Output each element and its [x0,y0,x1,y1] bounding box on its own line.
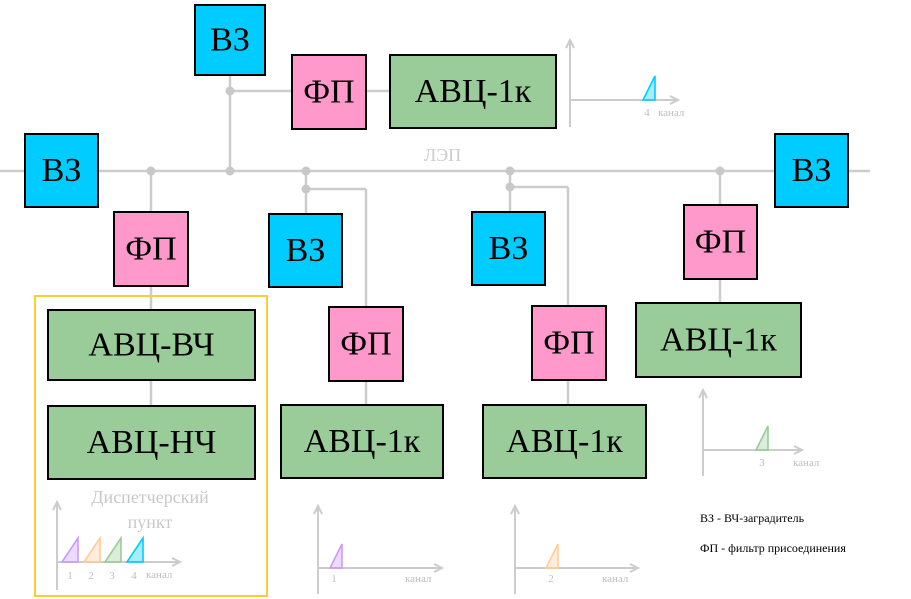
vz-branch2-label: ВЗ [489,230,529,267]
legend-fp: ФП - фильтр присоединения [700,541,846,555]
channel-number: 1 [331,573,337,585]
vz-branch1-label: ВЗ [286,232,326,269]
dispatch-label-line1: Диспетчерский [91,487,209,507]
channel-axis-label: канал [602,573,629,585]
junction-dot [301,184,311,194]
channel-number: 3 [109,570,115,582]
avc-branch3: АВЦ-1к [635,302,802,378]
spectrum-channel-1: 1 канал [313,503,445,594]
fp-branch3-label: ФП [695,224,746,261]
avc-top-label: АВЦ-1к [415,73,532,110]
junctions [146,86,725,194]
fp-top: ФП [291,54,367,130]
spectrum-channel-3: 3 канал [698,387,820,476]
fp-top-label: ФП [303,74,354,111]
junction-dot [505,166,515,176]
vz-left: ВЗ [24,133,99,208]
wires [0,75,870,406]
junction-dot [505,182,515,192]
vz-right-label: ВЗ [792,152,832,189]
avc-top: АВЦ-1к [389,54,557,129]
spectrum-channel-4: 4 канал [565,37,685,127]
channel-number: 4 [644,107,650,119]
junction-dot [225,166,235,176]
fp-dispatch: ФП [113,211,189,287]
junction-dot [715,166,725,176]
avc-branch3-label: АВЦ-1к [660,322,777,359]
dispatch-point-frame [34,295,268,597]
channel-axis-label: канал [658,107,685,119]
avc-branch1-label: АВЦ-1к [304,423,421,460]
fp-branch3: ФП [683,204,758,280]
fp-dispatch-label: ФП [125,231,176,268]
fp-branch1: ФП [328,306,404,382]
channel-number: 3 [759,457,765,469]
junction-dot [225,86,235,96]
channel-axis-label: канал [793,457,820,469]
legend-vz: ВЗ - ВЧ-заградитель [700,511,805,525]
avc-vch-label: АВЦ-ВЧ [88,327,214,364]
vz-left-label: ВЗ [42,152,82,189]
junction-dot [301,166,311,176]
junction-dot [146,166,156,176]
avc-nch-label: АВЦ-НЧ [87,424,217,461]
vz-branch2: ВЗ [471,211,546,286]
vz-top: ВЗ [194,4,266,76]
channel-number: 4 [131,570,137,582]
avc-nch: АВЦ-НЧ [47,405,256,480]
channel-axis-label: канал [405,573,432,585]
avc-branch2-label: АВЦ-1к [506,423,623,460]
vz-branch1: ВЗ [268,213,343,288]
vz-top-label: ВЗ [210,22,250,59]
fp-branch2-label: ФП [543,325,594,362]
channel-axis-label: канал [146,569,173,581]
fp-branch1-label: ФП [340,326,391,363]
avc-vch: АВЦ-ВЧ [47,309,256,381]
channel-number: 2 [88,570,94,582]
lep-label: ЛЭП [424,145,461,165]
spectrum-dispatch-all-channels: 1 2 3 4 канал [52,499,183,590]
channel-number: 2 [548,573,554,585]
vz-right: ВЗ [774,133,849,208]
avc-branch1: АВЦ-1к [280,404,444,479]
avc-branch2: АВЦ-1к [482,404,647,479]
channel-number: 1 [67,570,73,582]
fp-branch2: ФП [531,305,607,381]
dispatch-label-line2: пункт [128,512,173,532]
spectrum-channel-2: 2 канал [510,503,641,594]
